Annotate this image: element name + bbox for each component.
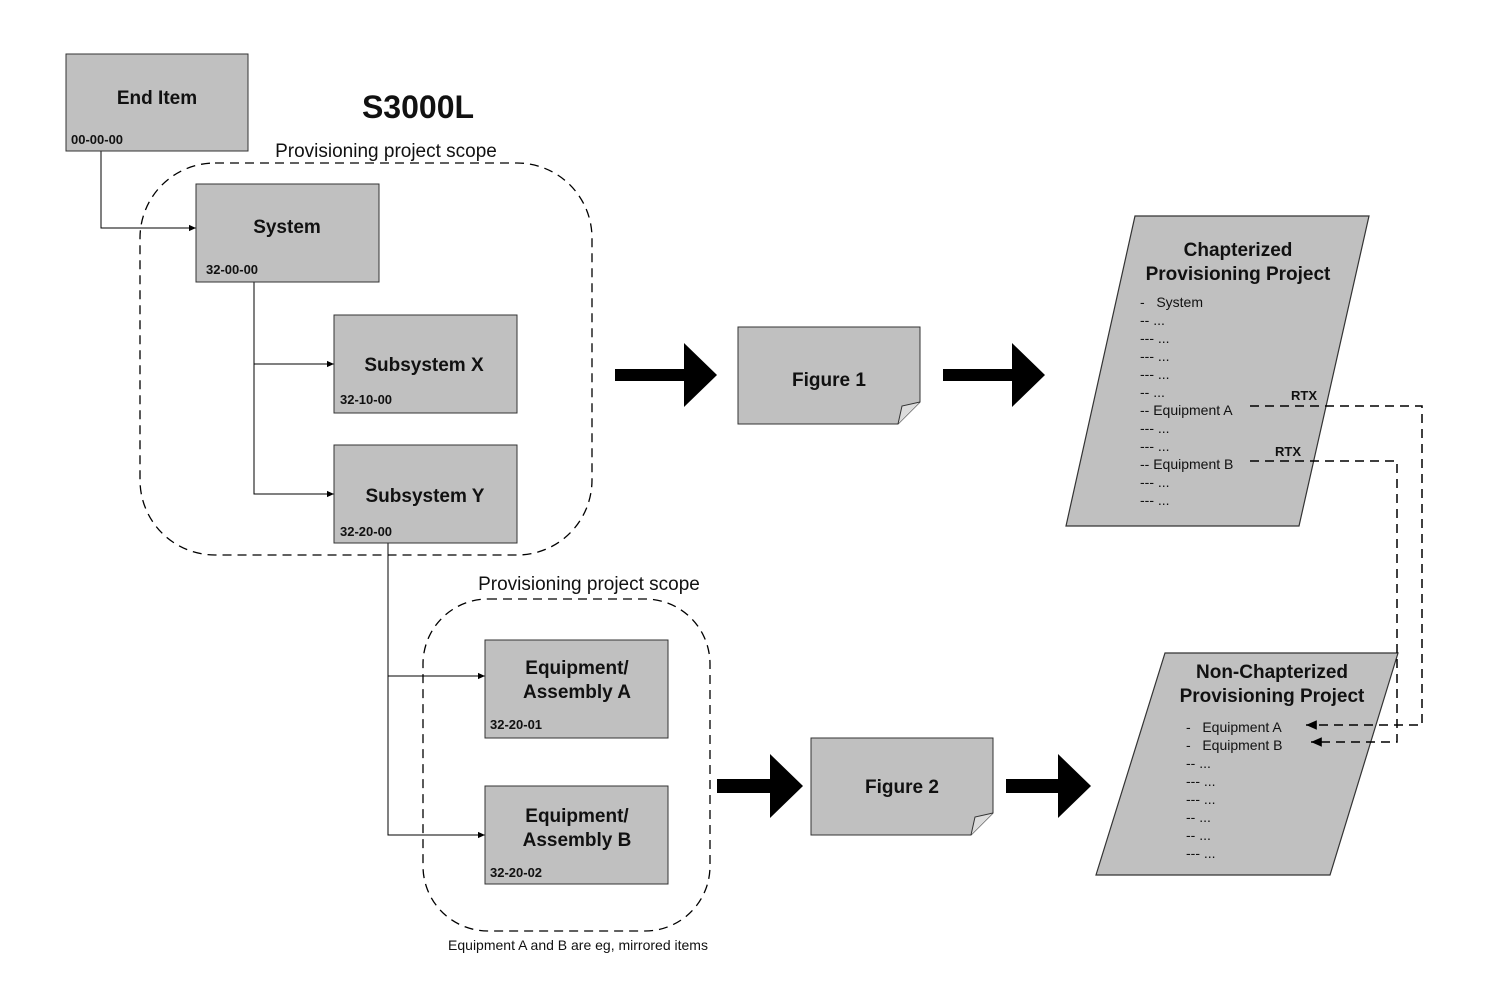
- non-chapterized-title-line2: Provisioning Project: [1180, 686, 1365, 707]
- scope-label-lower: Provisioning project scope: [478, 574, 700, 595]
- non-chapterized-item: -- ...: [1186, 755, 1211, 771]
- system-code: 32-00-00: [206, 262, 258, 277]
- big-arrow-icon: [615, 343, 717, 407]
- end-item-code: 00-00-00: [71, 132, 123, 147]
- equipment-b-box: Equipment/ Assembly B 32-20-02: [484, 785, 669, 885]
- equipment-a-title-line2: Assembly A: [523, 682, 631, 703]
- system-box: System 32-00-00: [195, 183, 380, 283]
- chapterized-item: --- ...: [1140, 438, 1170, 454]
- chapterized-item: -- ...: [1140, 312, 1165, 328]
- chapterized-item-list: - System -- ... --- ... --- ... --- ... …: [1140, 294, 1233, 508]
- non-chapterized-item: - Equipment B: [1186, 737, 1283, 753]
- hierarchy-connectors: [100, 151, 485, 839]
- mirrored-items-note: Equipment A and B are eg, mirrored items: [448, 937, 708, 953]
- figure-1-label: Figure 1: [792, 370, 866, 391]
- subsystem-x-box: Subsystem X 32-10-00: [333, 314, 518, 414]
- non-chapterized-title-line1: Non-Chapterized: [1196, 662, 1348, 683]
- end-item-box: End Item 00-00-00: [65, 53, 249, 152]
- system-title: System: [253, 217, 321, 238]
- figure-1-document: Figure 1: [737, 326, 921, 425]
- scope-region-upper: [139, 162, 593, 556]
- subsystem-x-code: 32-10-00: [340, 392, 392, 407]
- non-chapterized-item-list: - Equipment A - Equipment B -- ... --- .…: [1186, 719, 1283, 861]
- chapterized-item: --- ...: [1140, 474, 1170, 490]
- chapterized-item: -- ...: [1140, 384, 1165, 400]
- chapterized-title-line1: Chapterized: [1184, 240, 1293, 261]
- equipment-b-title-line2: Assembly B: [523, 830, 632, 851]
- chapterized-project-box: Chapterized Provisioning Project - Syste…: [1065, 215, 1370, 527]
- non-chapterized-item: -- ...: [1186, 827, 1211, 843]
- non-chapterized-item: --- ...: [1186, 845, 1216, 861]
- diagram-title: S3000L: [362, 89, 474, 125]
- equipment-a-box: Equipment/ Assembly A 32-20-01: [484, 639, 669, 739]
- scope-region-lower: [422, 598, 711, 932]
- chapterized-item: --- ...: [1140, 348, 1170, 364]
- subsystem-y-box: Subsystem Y 32-20-00: [333, 444, 518, 544]
- chapterized-item: --- ...: [1140, 420, 1170, 436]
- equipment-b-title-line1: Equipment/: [525, 806, 629, 827]
- chapterized-item: --- ...: [1140, 366, 1170, 382]
- non-chapterized-item: --- ...: [1186, 773, 1216, 789]
- end-item-title: End Item: [117, 88, 197, 109]
- big-arrow-icon: [943, 343, 1045, 407]
- non-chapterized-item: --- ...: [1186, 791, 1216, 807]
- rtx-label-equipment-b: RTX: [1275, 444, 1301, 459]
- subsystem-x-title: Subsystem X: [364, 355, 484, 376]
- equipment-a-title-line1: Equipment/: [525, 658, 629, 679]
- rtx-label-equipment-a: RTX: [1291, 388, 1317, 403]
- non-chapterized-item: -- ...: [1186, 809, 1211, 825]
- non-chapterized-item: - Equipment A: [1186, 719, 1282, 735]
- rtx-links: [1250, 405, 1423, 747]
- equipment-a-code: 32-20-01: [490, 717, 542, 732]
- chapterized-item: - System: [1140, 294, 1203, 310]
- figure-2-document: Figure 2: [810, 737, 994, 836]
- big-arrow-icon: [1006, 754, 1091, 818]
- chapterized-item: -- Equipment A: [1140, 402, 1233, 418]
- big-arrow-icon: [717, 754, 803, 818]
- non-chapterized-project-box: Non-Chapterized Provisioning Project - E…: [1095, 652, 1399, 876]
- chapterized-item: --- ...: [1140, 330, 1170, 346]
- figure-2-label: Figure 2: [865, 777, 939, 798]
- chapterized-item: --- ...: [1140, 492, 1170, 508]
- chapterized-title-line2: Provisioning Project: [1146, 264, 1331, 285]
- chapterized-item: -- Equipment B: [1140, 456, 1233, 472]
- equipment-b-code: 32-20-02: [490, 865, 542, 880]
- subsystem-y-title: Subsystem Y: [366, 486, 485, 507]
- scope-label-upper: Provisioning project scope: [275, 141, 497, 162]
- subsystem-y-code: 32-20-00: [340, 524, 392, 539]
